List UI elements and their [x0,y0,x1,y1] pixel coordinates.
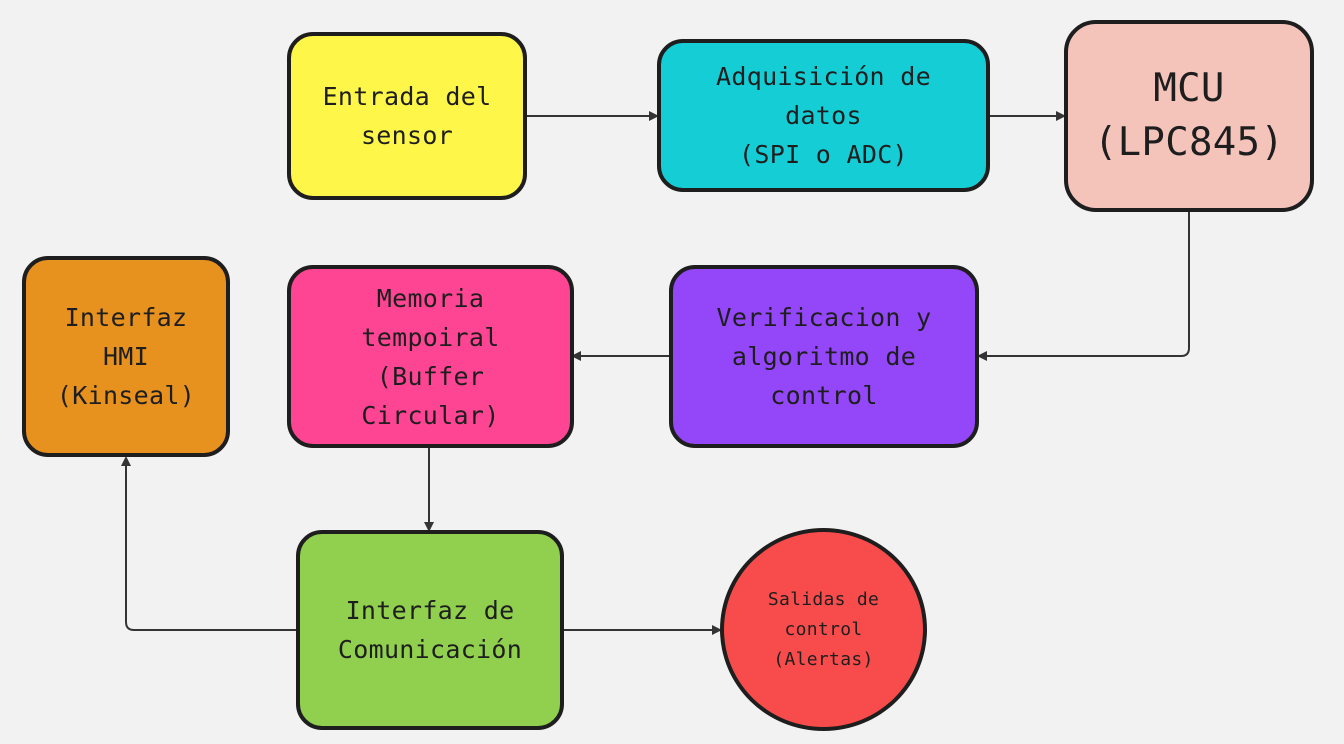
arrow-mcu-to-verification [977,211,1190,361]
hmi-node: Interfaz HMI (Kinseal) [22,256,230,457]
control-outputs-label: Salidas de control (Alertas) [767,588,880,670]
mcu-node: MCU (LPC845) [1064,20,1314,212]
communication-interface-label: Interfaz de Comunicación [337,596,523,664]
control-outputs-node: Salidas de control (Alertas) [720,528,927,731]
mcu-label: MCU (LPC845) [1093,66,1285,165]
buffer-memory-node: Memoria tempoiral (Buffer Circular) [287,265,574,448]
data-acquisition-node: Adquisición de datos (SPI o ADC) [657,39,990,192]
buffer-memory-label: Memoria tempoiral (Buffer Circular) [361,283,500,430]
hmi-label: Interfaz HMI (Kinseal) [56,303,196,410]
data-acquisition-label: Adquisición de datos (SPI o ADC) [716,62,931,169]
sensor-input-label: Entrada del sensor [322,82,492,150]
communication-interface-node: Interfaz de Comunicación [296,530,564,730]
arrow-communication-to-hmi [121,456,296,631]
sensor-input-node: Entrada del sensor [287,32,527,200]
verification-node: Verificacion y algoritmo de control [669,265,979,448]
verification-label: Verificacion y algoritmo de control [716,303,932,410]
